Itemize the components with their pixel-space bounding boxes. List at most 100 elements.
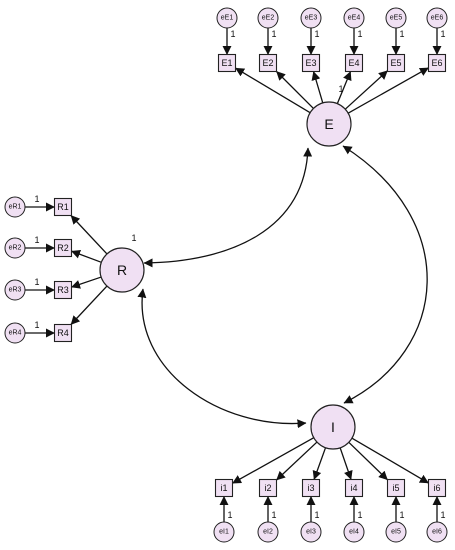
indicator-label: i1	[220, 483, 227, 493]
path-weight-label: 1	[440, 29, 445, 39]
loading-arrow-r4	[70, 285, 108, 325]
loading-arrow-i1	[232, 437, 315, 484]
indicator-label: E1	[221, 58, 232, 68]
path-weight-label: 1	[34, 277, 39, 287]
indicator-label: E2	[262, 58, 273, 68]
error-term-circle	[216, 7, 238, 29]
error-term-circle	[426, 7, 448, 29]
error-label: eE6	[431, 15, 444, 22]
latent-r-label: R	[117, 262, 127, 278]
path-weight-label: 1	[399, 29, 404, 39]
indicator-label: i2	[264, 483, 271, 493]
error-term-circle	[4, 237, 26, 259]
error-label: eI5	[391, 529, 401, 536]
error-term-circle	[385, 7, 407, 29]
error-label: eI3	[306, 529, 316, 536]
indicator-box	[427, 478, 447, 498]
path-layer	[25, 28, 442, 522]
latent-e-circle	[306, 101, 352, 147]
error-term-circle	[343, 521, 365, 543]
covariance-r-e	[143, 147, 313, 268]
latent-r-circle	[99, 247, 145, 293]
indicator-box	[258, 53, 278, 73]
error-term-circle	[300, 521, 322, 543]
covariance-e-i	[342, 145, 428, 404]
loading-arrow-i3	[312, 447, 327, 480]
path-weight-label: 1	[34, 194, 39, 204]
indicator-label: R3	[57, 285, 69, 295]
path-weight-label: 1	[314, 29, 319, 39]
path-weight-label: 1	[399, 510, 404, 520]
loading-arrow-r1	[70, 215, 108, 255]
loading-arrow-e3	[311, 71, 324, 104]
latent-i-label: I	[331, 419, 335, 435]
indicator-label: R2	[57, 243, 69, 253]
error-term-circle	[426, 521, 448, 543]
error-label: eE4	[348, 15, 361, 22]
path-weight-label: 1	[271, 510, 276, 520]
error-label: eE5	[390, 15, 403, 22]
path-weight-label: 1	[271, 29, 276, 39]
loading-arrow-r3	[71, 276, 102, 289]
error-label: eE1	[221, 15, 234, 22]
indicator-label: E5	[390, 58, 401, 68]
path-weight-label: 1	[34, 320, 39, 330]
indicator-box	[386, 53, 406, 73]
latent-e-label: E	[324, 116, 333, 132]
error-label: eE3	[305, 15, 318, 22]
indicator-label: R1	[57, 202, 69, 212]
loading-arrow-e2	[276, 71, 314, 109]
indicator-box	[386, 478, 406, 498]
error-term-circle	[4, 279, 26, 301]
error-term-circle	[4, 196, 26, 218]
error-term-circle	[300, 7, 322, 29]
path-weight-label: 1	[131, 233, 136, 243]
covariance-r-i	[137, 288, 307, 429]
path-weight-label: 1	[34, 235, 39, 245]
indicator-label: E3	[305, 58, 316, 68]
loading-arrow-e4	[336, 71, 352, 104]
label-layer: E1eE11E2eE21E3eE31E4eE41E5eE51E6eE611R1e…	[9, 15, 446, 536]
indicator-box	[53, 280, 73, 300]
path-weight-label: 1	[230, 29, 235, 39]
loading-arrow-i4	[339, 447, 353, 480]
path-weight-label: 1	[338, 84, 343, 94]
error-term-circle	[4, 322, 26, 344]
error-label: eR1	[9, 204, 22, 211]
loading-arrow-r2	[71, 249, 102, 263]
error-label: eI1	[219, 529, 229, 536]
error-label: eR2	[9, 245, 22, 252]
path-weight-label: 1	[440, 510, 445, 520]
error-label: eI2	[263, 529, 273, 536]
indicator-box	[53, 323, 73, 343]
error-term-circle	[213, 521, 235, 543]
indicator-label: i6	[433, 483, 440, 493]
error-term-circle	[385, 521, 407, 543]
indicator-box	[301, 53, 321, 73]
path-weight-label: 1	[357, 510, 362, 520]
indicator-label: i3	[307, 483, 314, 493]
indicator-box	[427, 53, 447, 73]
indicator-box	[217, 53, 237, 73]
path-weight-label: 1	[357, 29, 362, 39]
path-weight-label: 1	[314, 510, 319, 520]
latent-i-circle	[310, 404, 356, 450]
indicator-box	[301, 478, 321, 498]
error-term-circle	[343, 7, 365, 29]
indicator-box	[53, 197, 73, 217]
indicator-label: E4	[348, 58, 359, 68]
loading-arrow-i2	[276, 441, 318, 481]
indicator-label: i4	[350, 483, 357, 493]
indicator-box	[214, 478, 234, 498]
error-label: eR3	[9, 287, 22, 294]
loading-arrow-i6	[351, 437, 429, 484]
loading-arrow-e5	[344, 70, 388, 110]
indicator-box	[53, 238, 73, 258]
indicator-box	[344, 478, 364, 498]
indicator-box	[258, 478, 278, 498]
error-label: eI6	[432, 529, 442, 536]
loading-arrow-e6	[347, 67, 429, 114]
error-label: eE2	[262, 15, 275, 22]
error-label: eI4	[349, 529, 359, 536]
